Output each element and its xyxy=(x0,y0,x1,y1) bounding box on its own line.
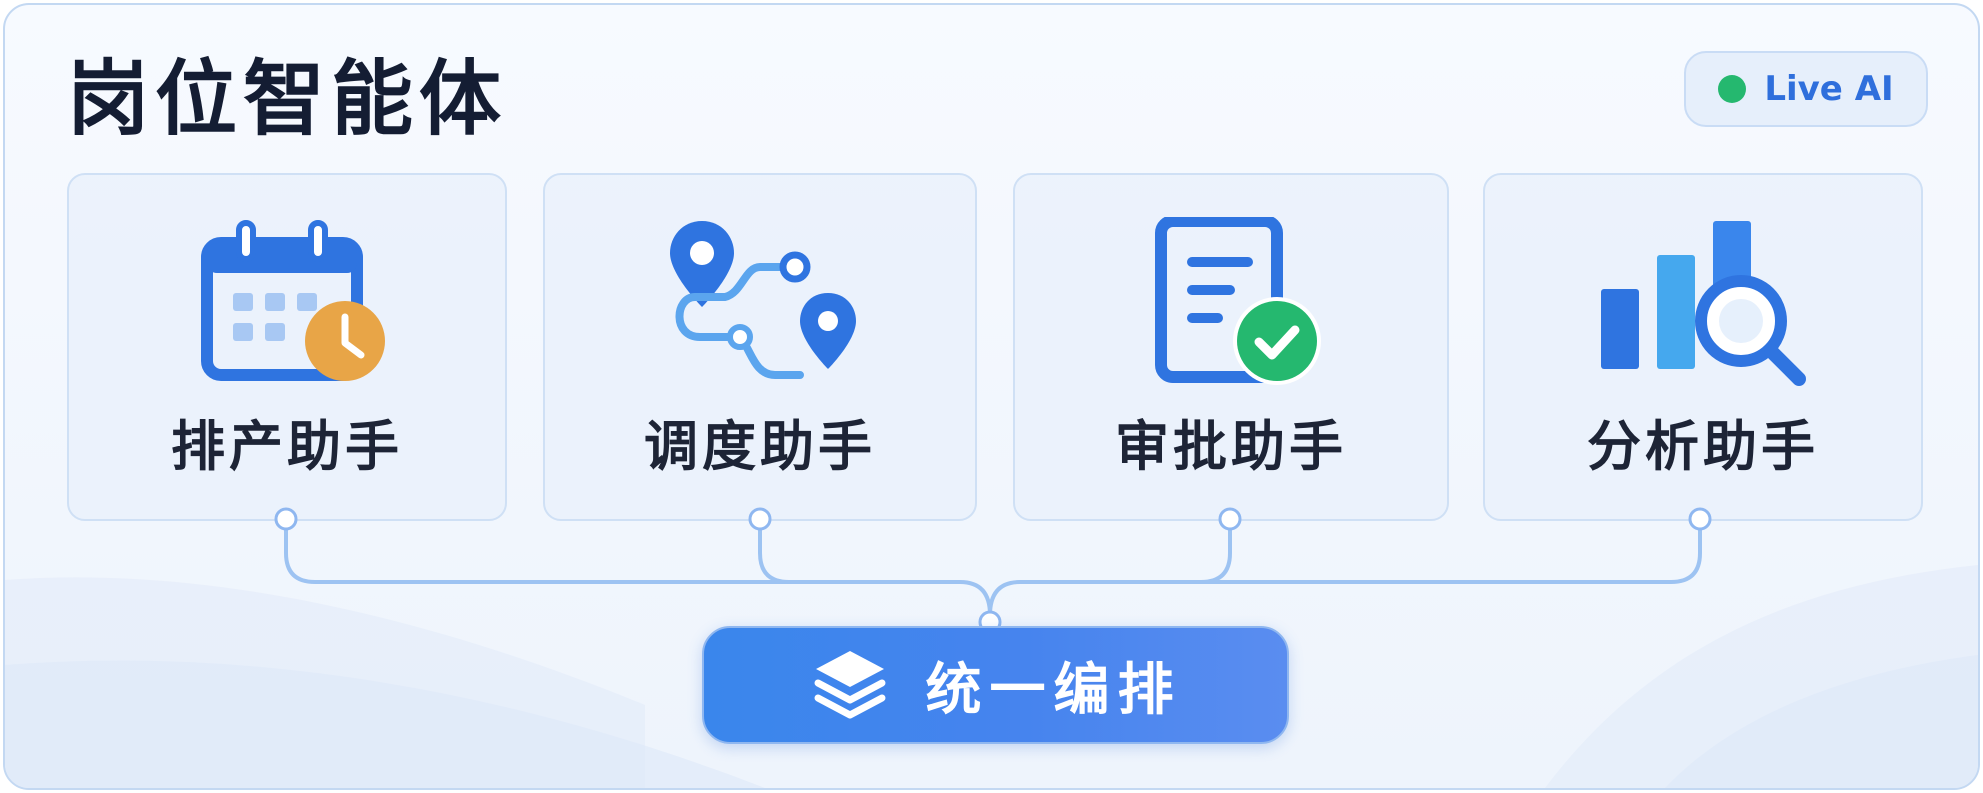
live-status-dot xyxy=(1718,75,1747,103)
agent-label-analysis: 分析助手 xyxy=(1587,415,1819,478)
calendar-clock-icon xyxy=(69,217,505,387)
unified-orchestration-button[interactable]: 统一编排 xyxy=(702,626,1289,744)
page-title: 岗位智能体 xyxy=(67,52,508,147)
document-check-icon xyxy=(1015,217,1447,387)
background-wave xyxy=(5,565,1978,788)
agent-card-dispatch[interactable]: 调度助手 xyxy=(543,173,977,521)
layers-icon xyxy=(810,643,890,727)
agent-label-scheduling: 排产助手 xyxy=(171,415,403,478)
agent-label-dispatch: 调度助手 xyxy=(644,415,876,478)
route-pins-icon xyxy=(545,217,975,387)
live-ai-badge: Live AI xyxy=(1684,51,1928,127)
agent-label-approval: 审批助手 xyxy=(1115,415,1347,478)
live-ai-label: Live AI xyxy=(1764,69,1894,109)
unified-orchestration-label: 统一编排 xyxy=(925,657,1182,723)
agent-card-analysis[interactable]: 分析助手 xyxy=(1483,173,1923,521)
agent-card-approval[interactable]: 审批助手 xyxy=(1013,173,1449,521)
agent-panel: 岗位智能体 Live AI 排产助手 xyxy=(3,3,1980,790)
agent-card-scheduling[interactable]: 排产助手 xyxy=(67,173,507,521)
bar-chart-search-icon xyxy=(1485,217,1921,387)
